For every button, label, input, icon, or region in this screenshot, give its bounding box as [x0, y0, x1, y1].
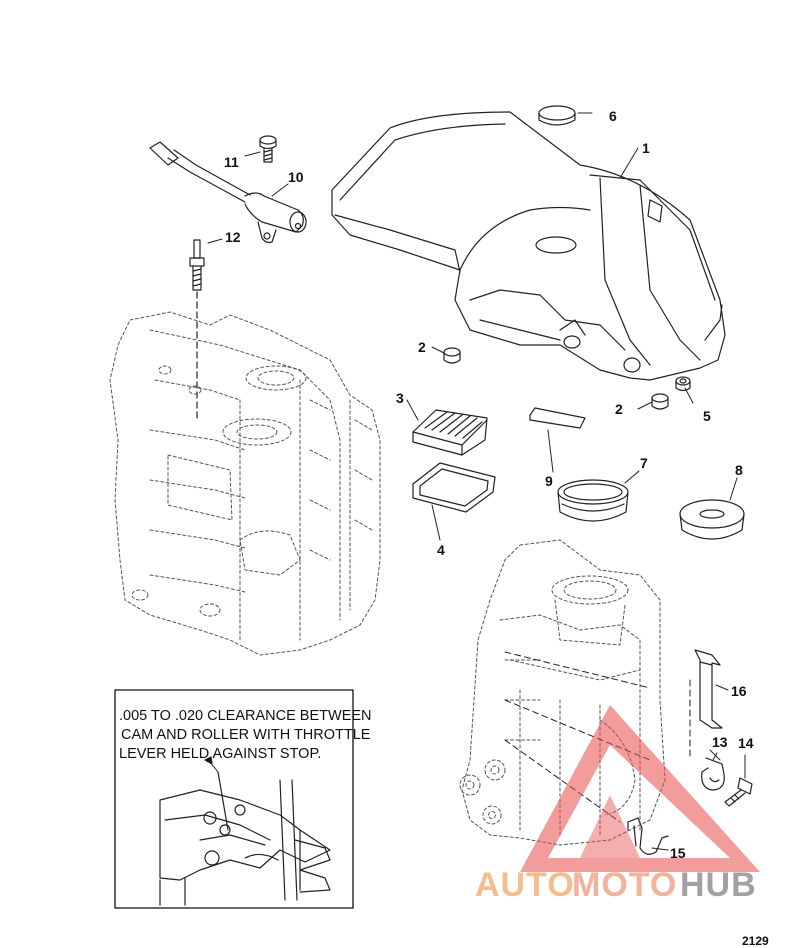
note-line-3: LEVER HELD AGAINST STOP.: [119, 746, 321, 762]
grommet-part-2-b: [651, 393, 669, 410]
callout-10: 10: [288, 169, 304, 185]
callout-5: 5: [703, 408, 711, 424]
callout-12: 12: [225, 229, 241, 245]
plug-part-6: [538, 105, 576, 126]
engine-block-outline: [109, 311, 381, 656]
clamp-part-15: [627, 817, 669, 855]
intake-cover: [331, 111, 726, 381]
callout-2-a: 2: [418, 339, 426, 355]
leader-lines: [207, 112, 746, 851]
callout-15: 15: [670, 845, 686, 861]
pad-part-9: [529, 407, 586, 429]
callouts: 1 2 2 3 4 5 6 7 8 9 10 11 12 13 14 15 16: [224, 108, 754, 861]
seal-part-7: [557, 479, 629, 522]
callout-8: 8: [735, 462, 743, 478]
sensor-part-10: [149, 141, 307, 244]
watermark-hub: HUB: [680, 866, 757, 904]
callout-7: 7: [640, 455, 648, 471]
note-line-2: CAM AND ROLLER WITH THROTTLE: [121, 727, 371, 743]
inset-detail: [114, 689, 354, 909]
grommet-part-5: [675, 376, 691, 392]
screw-part-11: [259, 135, 277, 163]
watermark-auto: AUTO: [475, 866, 575, 904]
clamp-part-13: [701, 757, 725, 791]
callout-1: 1: [642, 140, 650, 156]
callout-3: 3: [396, 390, 404, 406]
clearance-note: .005 TO .020 CLEARANCE BETWEEN CAM AND R…: [119, 708, 372, 762]
callout-6: 6: [609, 108, 617, 124]
watermark-triangle-icon: [520, 705, 760, 872]
throttle-body-outline: [459, 539, 666, 846]
grommet-part-8: [679, 499, 745, 540]
watermark-moto: MOTO: [572, 866, 677, 904]
gasket-part-4: [412, 462, 496, 513]
figure-number: 2129: [742, 934, 769, 948]
note-line-1: .005 TO .020 CLEARANCE BETWEEN: [119, 708, 372, 724]
grommet-part-2-a: [443, 347, 461, 364]
callout-9: 9: [545, 473, 553, 489]
watermark: AUTO MOTO HUB: [475, 705, 760, 904]
stud-part-12: [189, 239, 205, 421]
filter-part-3: [412, 409, 488, 456]
callout-2-b: 2: [615, 401, 623, 417]
callout-11: 11: [224, 154, 239, 170]
callout-16: 16: [731, 683, 747, 699]
callout-13: 13: [712, 734, 728, 750]
callout-14: 14: [738, 735, 754, 751]
bolt-part-14: [724, 777, 753, 807]
clip-part-16: [694, 649, 723, 729]
callout-4: 4: [437, 542, 445, 558]
